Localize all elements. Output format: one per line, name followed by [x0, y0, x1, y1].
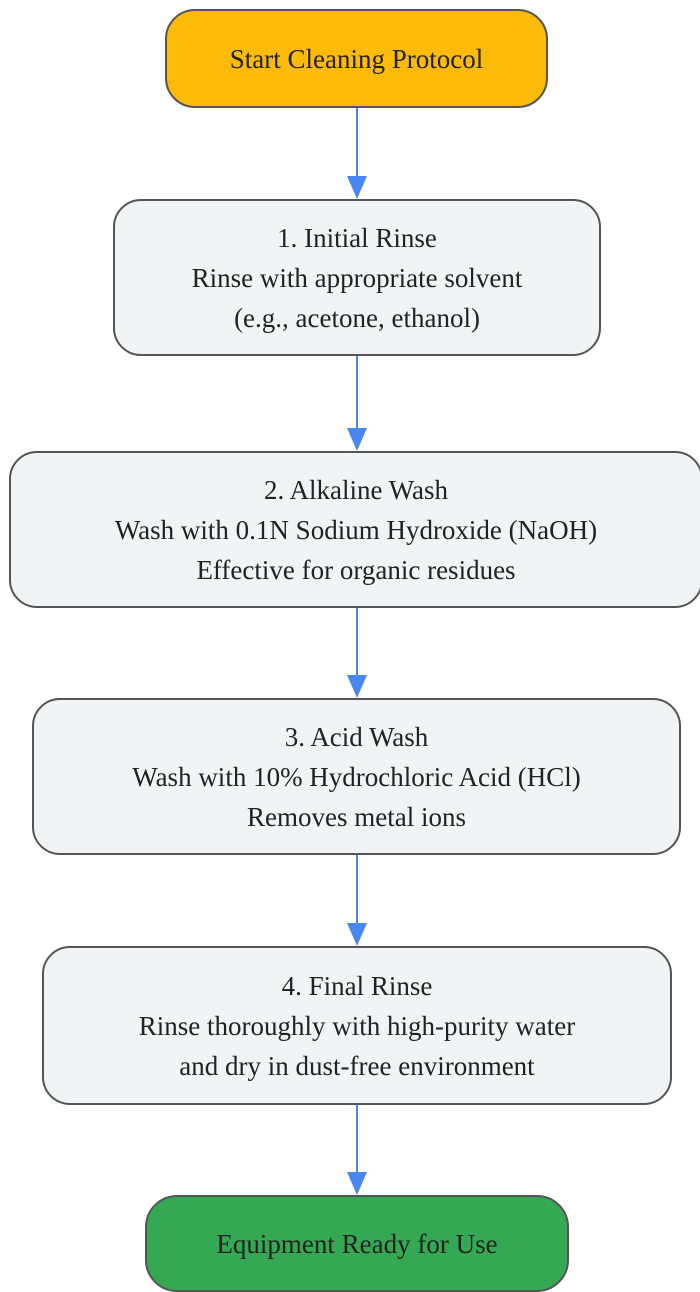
start-node-label: Start Cleaning Protocol: [229, 43, 484, 74]
arrow-step-3-to-step-4: [347, 854, 367, 946]
end-node-label: Equipment Ready for Use: [216, 1228, 498, 1259]
step-1-initial-rinse: 1. Initial Rinse Rinse with appropriate …: [113, 199, 601, 356]
step-2-line-1: Wash with 0.1N Sodium Hydroxide (NaOH): [114, 514, 598, 545]
step-2-title: 2. Alkaline Wash: [263, 474, 449, 505]
step-3-line-1: Wash with 10% Hydrochloric Acid (HCl): [132, 761, 581, 792]
step-3-acid-wash: 3. Acid Wash Wash with 10% Hydrochloric …: [32, 698, 681, 855]
start-node: Start Cleaning Protocol: [165, 9, 548, 108]
step-3-line-2: Removes metal ions: [247, 801, 466, 832]
step-4-final-rinse: 4. Final Rinse Rinse thoroughly with hig…: [42, 946, 672, 1105]
arrow-step-4-to-end: [347, 1104, 367, 1195]
step-2-alkaline-wash: 2. Alkaline Wash Wash with 0.1N Sodium H…: [9, 451, 700, 608]
arrow-step-1-to-step-2: [347, 355, 367, 451]
step-3-title: 3. Acid Wash: [284, 721, 429, 752]
step-4-line-2: and dry in dust-free environment: [179, 1050, 535, 1081]
arrow-step-2-to-step-3: [347, 607, 367, 698]
end-node: Equipment Ready for Use: [145, 1195, 569, 1292]
step-1-title: 1. Initial Rinse: [277, 222, 437, 253]
step-4-line-1: Rinse thoroughly with high-purity water: [138, 1010, 576, 1041]
step-4-title: 4. Final Rinse: [281, 970, 433, 1001]
step-1-line-1: Rinse with appropriate solvent: [191, 262, 523, 293]
step-1-line-2: (e.g., acetone, ethanol): [234, 302, 480, 333]
arrow-start-to-step-1: [347, 107, 367, 199]
step-2-line-2: Effective for organic residues: [196, 554, 516, 585]
